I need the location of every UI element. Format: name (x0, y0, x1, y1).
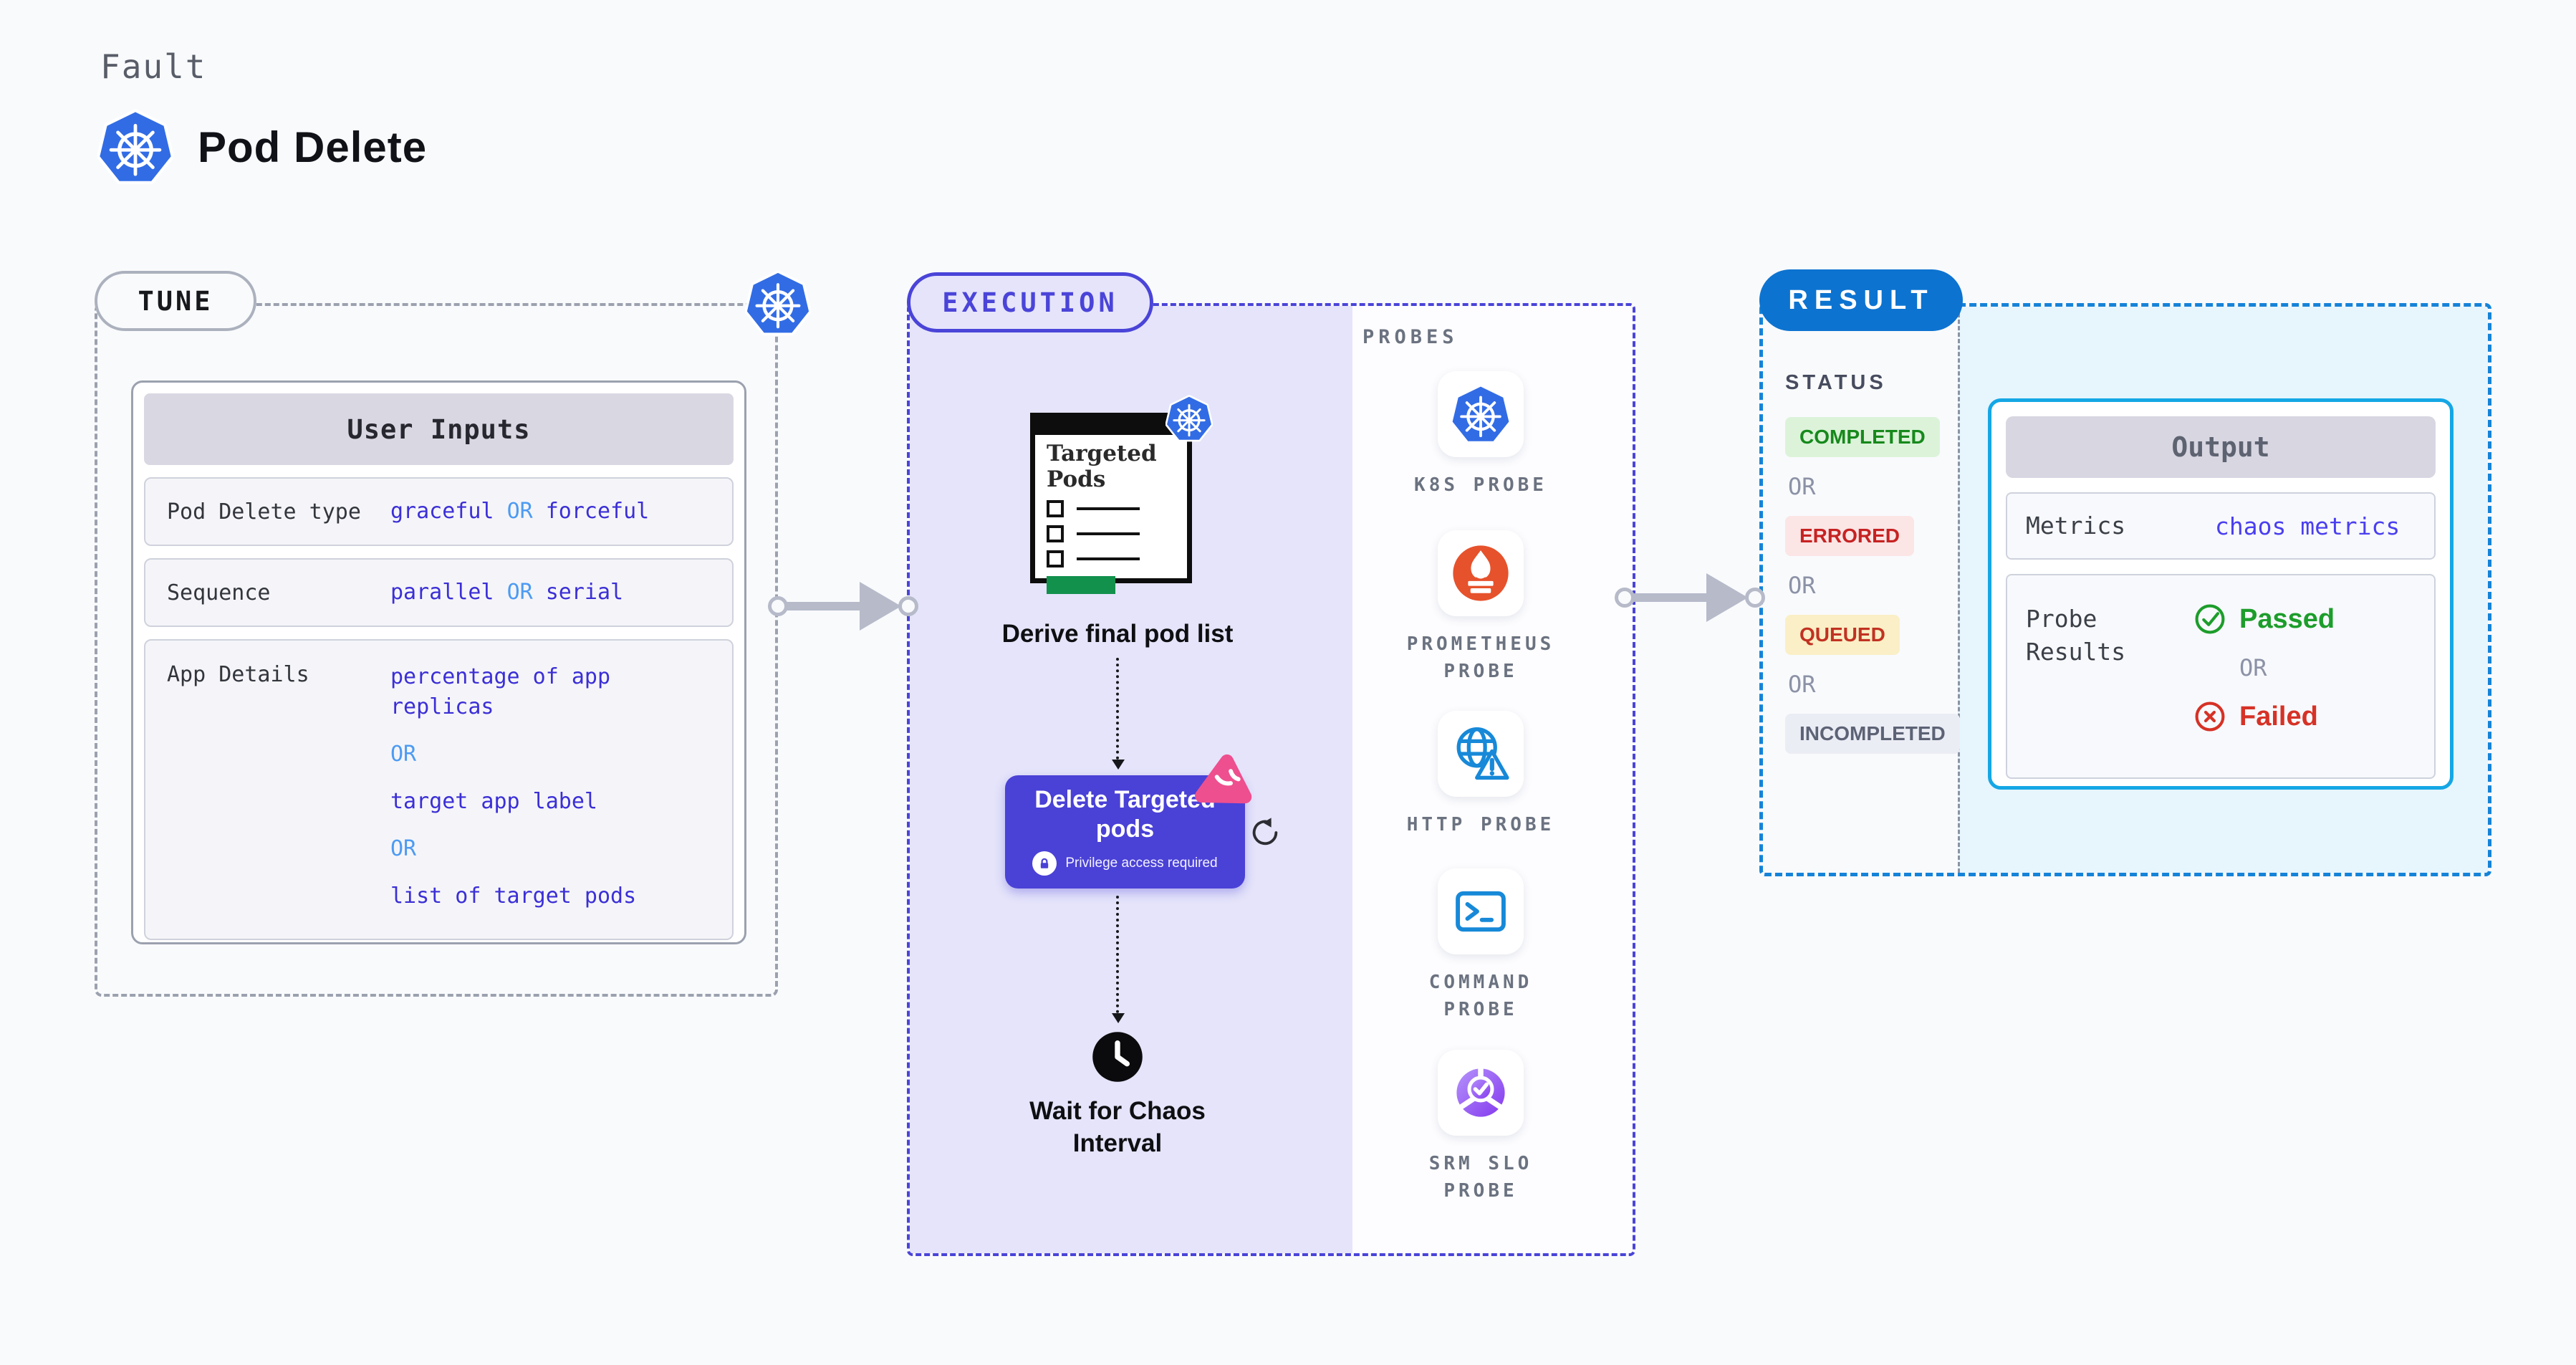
targeted-pods-window-icon: Targeted Pods (1030, 395, 1213, 594)
x-circle-icon (2195, 701, 2225, 732)
kubernetes-icon (1166, 395, 1213, 442)
failed-result: Failed (2193, 700, 2335, 733)
user-inputs-header: User Inputs (144, 393, 734, 465)
litmus-chaos-icon (1195, 754, 1252, 804)
kubernetes-icon (745, 270, 811, 336)
tune-pill: TUNE (95, 271, 256, 331)
status-badge-incompleted: INCOMPLETED (1785, 714, 1960, 754)
input-row-sequence: Sequence parallel OR serial (144, 558, 734, 627)
flow-connector-arrow (1112, 896, 1125, 1023)
status-badge-queued: QUEUED (1785, 615, 1900, 655)
execution-to-result-arrow (1615, 572, 1765, 623)
probes-title: PROBES (1363, 326, 1458, 348)
kubernetes-icon (97, 109, 173, 185)
probe-item-prometheus: PROMETHEUS PROBE (1391, 530, 1570, 685)
or-separator: OR (390, 836, 417, 861)
lock-icon (1032, 851, 1057, 876)
probe-label: COMMAND PROBE (1428, 972, 1533, 1020)
probe-card (1438, 711, 1524, 797)
metrics-label: Metrics (2026, 512, 2126, 540)
value-option: serial (545, 580, 624, 605)
probe-label: SRM SLO PROBE (1428, 1153, 1533, 1202)
window-titlebar (1035, 418, 1187, 435)
value-option: graceful (390, 499, 494, 524)
value-option: list of target pods (390, 883, 637, 909)
probe-card (1438, 868, 1524, 954)
status-title: STATUS (1785, 371, 1887, 394)
probe-item-k8s: K8S PROBE (1391, 371, 1570, 499)
or-separator: OR (1788, 572, 1816, 599)
probe-label: PROMETHEUS PROBE (1406, 633, 1555, 682)
delete-targeted-pods-node: Delete Targeted pods Privilege access re… (1005, 775, 1245, 889)
probe-item-http: HTTP PROBE (1391, 711, 1570, 838)
execution-pill: EXECUTION (907, 272, 1153, 332)
input-label: App Details (167, 662, 309, 687)
check-circle-icon (2195, 604, 2225, 634)
value-option: percentage of app replicas (390, 664, 611, 719)
passed-result: Passed (2193, 603, 2335, 636)
or-separator: OR (2239, 654, 2267, 681)
value-option: forceful (545, 499, 650, 524)
tune-section-box (95, 303, 778, 997)
checklist-item (1047, 500, 1176, 517)
pod-window-title: Targeted Pods (1047, 441, 1157, 492)
progress-bar (1047, 576, 1115, 594)
wait-for-chaos-caption: Wait for Chaos Interval (1029, 1097, 1206, 1157)
node-label: Delete Targeted (1034, 786, 1216, 813)
http-probe-icon (1456, 727, 1509, 780)
privilege-caption: Privilege access required (1065, 856, 1218, 871)
or-separator: OR (1788, 671, 1816, 698)
input-value: parallel OR serial (390, 578, 623, 608)
probe-card (1438, 371, 1524, 457)
tune-to-execution-arrow (768, 580, 918, 632)
value-option: target app label (390, 789, 597, 814)
probe-results-label: Probe Results (2026, 605, 2126, 666)
status-badge-completed: COMPLETED (1785, 417, 1940, 457)
derive-pod-list-caption: Derive final pod list (1001, 620, 1234, 648)
or-separator: OR (390, 742, 417, 767)
command-probe-icon (1456, 891, 1506, 932)
checklist-item (1047, 525, 1176, 542)
input-value: graceful OR forceful (390, 497, 649, 527)
input-label: Sequence (167, 580, 271, 605)
status-badge-errored: ERRORED (1785, 516, 1915, 556)
probe-item-srm-slo: SRM SLO PROBE (1391, 1050, 1570, 1204)
checklist-item (1047, 550, 1176, 567)
page-title: Pod Delete (198, 123, 428, 171)
prometheus-probe-icon (1453, 545, 1509, 601)
probe-label: K8S PROBE (1414, 474, 1547, 496)
metrics-row: Metrics chaos metrics (2006, 492, 2436, 560)
clock-icon (1092, 1032, 1143, 1082)
result-pill: RESULT (1759, 269, 1963, 331)
input-value: percentage of app replicas OR target app… (390, 662, 713, 911)
output-header: Output (2006, 416, 2436, 478)
probe-label: HTTP PROBE (1406, 814, 1555, 835)
fault-eyebrow: Fault (100, 47, 207, 86)
k8s-probe-icon (1451, 384, 1511, 444)
probe-card (1438, 1050, 1524, 1136)
input-row-app-details: App Details percentage of app replicas O… (144, 639, 734, 940)
retry-loop-icon (1252, 818, 1278, 846)
or-separator: OR (1788, 473, 1816, 500)
page-title-row: Pod Delete (97, 109, 427, 185)
input-label: Pod Delete type (167, 499, 361, 525)
status-list: COMPLETED OR ERRORED OR QUEUED OR INCOMP… (1785, 417, 1960, 754)
probe-item-command: COMMAND PROBE (1391, 868, 1570, 1023)
srm-slo-probe-icon (1456, 1067, 1505, 1117)
or-separator: OR (506, 580, 533, 605)
probe-results-row: Probe Results Passed OR Failed (2006, 574, 2436, 779)
value-option: parallel (390, 580, 494, 605)
or-separator: OR (506, 499, 533, 524)
probe-card (1438, 530, 1524, 616)
input-row-pod-delete-type: Pod Delete type graceful OR forceful (144, 477, 734, 546)
node-label: pods (1095, 815, 1155, 843)
status-output-divider (1958, 307, 1960, 873)
user-inputs-card: User Inputs Pod Delete type graceful OR … (131, 380, 746, 944)
output-card: Output Metrics chaos metrics Probe Resul… (1988, 398, 2454, 790)
metrics-value: chaos metrics (2215, 512, 2400, 540)
flow-connector-arrow (1112, 658, 1125, 770)
